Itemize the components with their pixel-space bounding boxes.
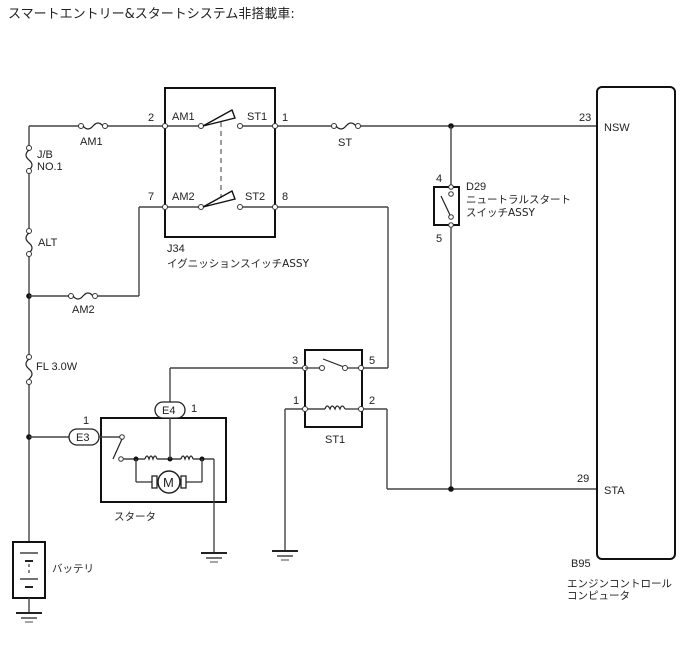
- pin-label: 5: [369, 355, 375, 367]
- battery-icon: [20, 552, 38, 588]
- connector-e4-label: E4: [162, 405, 175, 417]
- pin-label: 29: [577, 473, 589, 485]
- motor-icon: M: [151, 470, 187, 494]
- pin-label: 23: [579, 112, 591, 124]
- fuse-am1: AM1: [78, 122, 108, 148]
- ecu-name-1: エンジンコントロール: [567, 578, 672, 590]
- st2-line: [277, 206, 389, 369]
- ecu-b95: 23 NSW 29 STA B95 エンジンコントロール コンピュータ: [567, 86, 676, 602]
- field-coil-icon: [180, 455, 194, 461]
- pin-label: 3: [292, 355, 298, 367]
- field-coil-icon: [144, 455, 158, 461]
- connector-e3-label: E3: [76, 432, 89, 444]
- starter-switch-icon: [112, 438, 123, 460]
- terminal-label: ST1: [247, 111, 267, 123]
- st1-relay: 3 5 1 2 ST1: [170, 349, 387, 446]
- ignition-switch-code: J34: [167, 243, 185, 255]
- switch-contact-icon: [202, 108, 236, 127]
- fuse-am2: AM2: [26, 206, 165, 316]
- relay-switch-icon: [322, 358, 345, 368]
- pin-label: 1: [83, 415, 89, 427]
- fuse-jb-label-2: NO.1: [37, 161, 63, 173]
- left-power-bus: [28, 125, 165, 542]
- fuse-am1-label: AM1: [80, 136, 103, 148]
- neutral-switch-name-1: ニュートラルスタート: [466, 194, 571, 206]
- fuse-am2-label: AM2: [72, 304, 95, 316]
- starter-name: スタータ: [114, 511, 156, 523]
- ground-icon: [272, 550, 298, 561]
- battery: バッテリ: [12, 541, 94, 623]
- diagram-title: スマートエントリー&スタートシステム非搭載車:: [8, 6, 295, 22]
- relay-ground-wire: [272, 409, 298, 561]
- motor-label: M: [163, 475, 174, 490]
- ignition-switch-j34: 2 AM1 ST1 1 7 AM2 ST2 8 J34 イグニッションスイッチA…: [148, 87, 310, 270]
- switch-contact-icon: [202, 189, 236, 208]
- st-line: ST: [277, 122, 597, 186]
- fuse-jb-label-1: J/B: [37, 149, 53, 161]
- fuse-alt: ALT: [25, 228, 58, 257]
- ignition-switch-name: イグニッションスイッチASSY: [167, 257, 310, 270]
- battery-name: バッテリ: [52, 563, 94, 575]
- pin-label: 1: [282, 112, 288, 124]
- starter: E3 1 M E4 1: [26, 401, 227, 563]
- terminal-label: NSW: [604, 122, 630, 134]
- pin-label: 2: [369, 395, 375, 407]
- ecu-name-2: コンピュータ: [567, 590, 630, 602]
- pin-label: 1: [191, 403, 197, 415]
- pin-label: 1: [293, 395, 299, 407]
- terminal-label: ST2: [245, 191, 265, 203]
- ground-icon: [201, 552, 227, 563]
- neutral-start-switch-d29: 4 5 D29 ニュートラルスタート スイッチASSY: [433, 173, 571, 489]
- ground-icon: [16, 612, 42, 623]
- sta-wire: [386, 409, 597, 492]
- fuse-fl-label: FL 3.0W: [36, 361, 78, 373]
- pin-label: 8: [282, 191, 288, 203]
- pin-label: 5: [436, 233, 442, 245]
- neutral-switch-code: D29: [466, 181, 486, 193]
- fuse-st-label: ST: [338, 137, 352, 149]
- terminal-label: AM1: [172, 111, 195, 123]
- neutral-switch-name-2: スイッチASSY: [466, 207, 536, 219]
- terminal-label: AM2: [172, 191, 195, 203]
- pin-label: 2: [148, 112, 154, 124]
- relay-name: ST1: [325, 434, 345, 446]
- fuse-jb-no1: J/B NO.1: [25, 145, 63, 174]
- fuse-alt-label: ALT: [38, 237, 58, 249]
- relay-coil-icon: [324, 405, 346, 411]
- pin-label: 7: [148, 191, 154, 203]
- pin-label: 4: [436, 173, 442, 185]
- terminal-label: STA: [604, 485, 625, 497]
- fuse-fl: FL 3.0W: [25, 354, 78, 385]
- ecu-code: B95: [571, 558, 591, 570]
